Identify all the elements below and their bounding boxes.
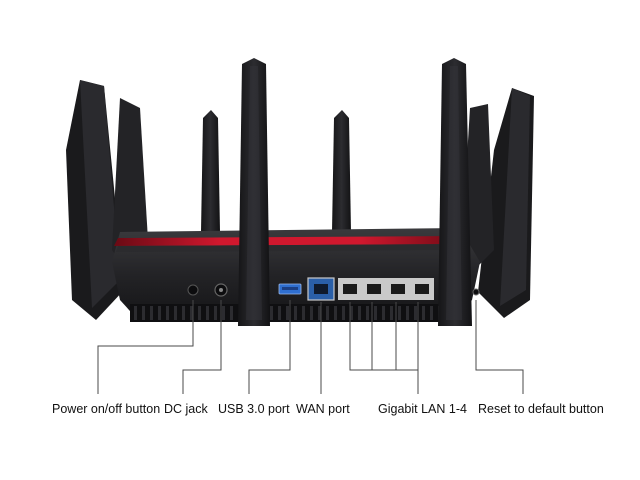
leader-usb bbox=[248, 300, 291, 394]
red-accent-stripe bbox=[114, 236, 466, 246]
front-antennas bbox=[238, 58, 472, 326]
leader-lines bbox=[97, 300, 524, 394]
antenna-wing-left-inner bbox=[112, 98, 148, 270]
right-wing-antennas bbox=[462, 88, 534, 318]
label-reset-button: Reset to default button bbox=[478, 402, 604, 416]
antenna-back-right bbox=[332, 110, 351, 232]
label-power-button: Power on/off button bbox=[52, 402, 161, 416]
bottom-vents bbox=[130, 304, 470, 322]
antenna-back-left bbox=[201, 110, 220, 232]
label-lan-ports: Gigabit LAN 1-4 bbox=[378, 402, 467, 416]
label-usb-port: USB 3.0 port bbox=[218, 402, 290, 416]
leader-lan bbox=[349, 302, 418, 371]
antenna-wing-right-inner bbox=[462, 104, 494, 270]
ports bbox=[187, 277, 480, 301]
router-body bbox=[112, 228, 480, 322]
leader-power bbox=[97, 300, 194, 394]
reset-button-icon bbox=[472, 288, 480, 296]
label-dc-jack: DC jack bbox=[164, 402, 208, 416]
label-wan-port: WAN port bbox=[296, 402, 350, 416]
left-wing-antennas bbox=[66, 80, 148, 320]
power-button-icon bbox=[187, 284, 199, 296]
leader-dc bbox=[182, 300, 222, 394]
leader-reset bbox=[475, 300, 524, 394]
back-antennas bbox=[201, 110, 351, 232]
